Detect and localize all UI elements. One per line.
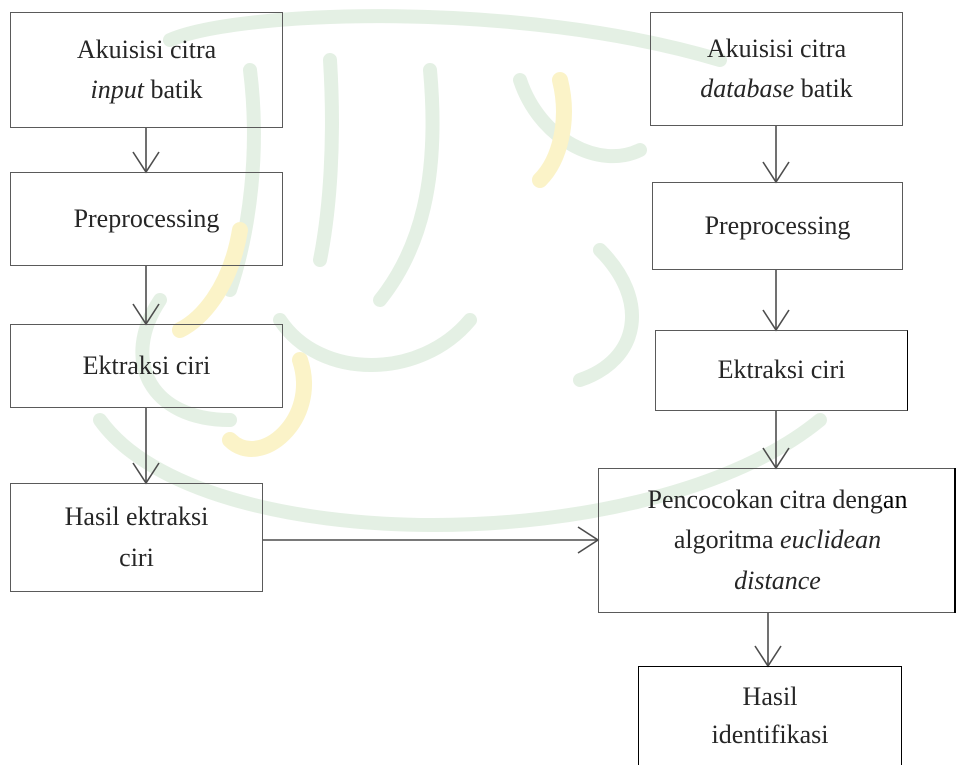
node-ektraksi-ciri-right: Ektraksi ciri xyxy=(655,330,908,411)
node-akuisisi-database-rest: batik xyxy=(794,74,853,103)
arrow-ektraksi-to-hasil-left xyxy=(132,408,160,485)
node-pencocokan-line1-a: Pencocokan citra deng xyxy=(647,485,883,515)
node-ektraksi-left-label: Ektraksi ciri xyxy=(82,350,211,380)
node-akuisisi-citra-input: Akuisisi citra input batik xyxy=(10,12,283,128)
node-hasil-identifikasi: Hasil identifikasi xyxy=(638,666,902,765)
arrow-preprocessing-to-ektraksi-right xyxy=(762,270,790,332)
pencocokan-right-edge xyxy=(954,468,956,613)
node-akuisisi-input-line1: Akuisisi citra xyxy=(76,34,217,64)
node-preprocessing-left: Preprocessing xyxy=(10,172,283,266)
node-akuisisi-database-line1: Akuisisi citra xyxy=(706,33,847,63)
node-preprocessing-right-label: Preprocessing xyxy=(704,210,851,240)
arrow-preprocessing-to-ektraksi-left xyxy=(132,266,160,326)
node-pencocokan-line3-em: distance xyxy=(734,565,821,595)
arrow-akuisisi-to-preprocessing-right xyxy=(762,126,790,184)
node-pencocokan-citra: Pencocokan citra dengan algoritma euclid… xyxy=(598,468,956,613)
node-ektraksi-right-label: Ektraksi ciri xyxy=(717,355,846,385)
arrow-akuisisi-to-preprocessing-left xyxy=(132,128,160,174)
arrow-ektraksi-to-pencocokan xyxy=(762,411,790,470)
node-akuisisi-input-rest: batik xyxy=(143,75,203,104)
node-hasil-identifikasi-line2: identifikasi xyxy=(711,720,829,749)
arrow-hasil-to-pencocokan xyxy=(263,526,600,554)
node-hasil-ektraksi-line2: ciri xyxy=(119,542,154,572)
node-pencocokan-line2-em: euclidean xyxy=(780,525,882,555)
node-preprocessing-left-label: Preprocessing xyxy=(73,203,220,233)
node-hasil-ektraksi-line1: Hasil ektraksi xyxy=(64,502,209,532)
node-ektraksi-ciri-left: Ektraksi ciri xyxy=(10,324,283,408)
node-pencocokan-line2-a: algoritma xyxy=(673,525,781,555)
node-hasil-ektraksi-ciri: Hasil ektraksi ciri xyxy=(10,483,263,592)
node-akuisisi-citra-database: Akuisisi citra database batik xyxy=(650,12,903,126)
node-pencocokan-line1-b: an xyxy=(882,485,908,515)
node-hasil-identifikasi-line1: Hasil xyxy=(742,682,798,712)
arrow-pencocokan-to-hasil-identifikasi xyxy=(754,613,782,668)
node-preprocessing-right: Preprocessing xyxy=(652,182,903,270)
node-akuisisi-database-em: database xyxy=(700,74,795,103)
node-akuisisi-input-em: input xyxy=(90,75,144,104)
